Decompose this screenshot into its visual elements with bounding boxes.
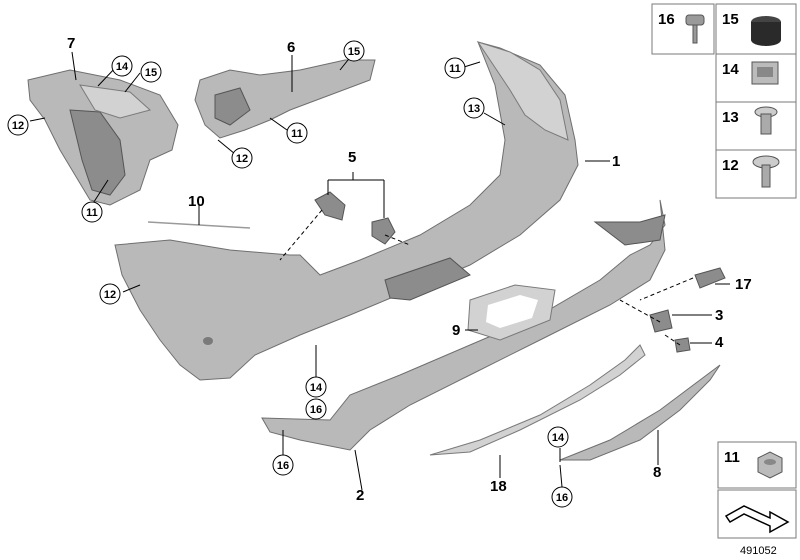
circle-12-bumper: 12 [99, 283, 121, 305]
circle-14-bracket: 14 [111, 55, 133, 77]
reference-number: 491052 [740, 545, 777, 557]
expanding-rivet-icon [754, 106, 778, 135]
circle-14-bumper: 14 [305, 376, 327, 398]
circle-16-trim: 16 [551, 486, 573, 508]
svg-text:11: 11 [291, 128, 303, 140]
rivet-icon [752, 155, 780, 188]
circle-12-upper-bracket: 12 [231, 147, 253, 169]
legend-label-13: 13 [722, 109, 739, 126]
callout-4: 4 [715, 334, 724, 351]
part-2-lower-diffuser [261, 199, 666, 451]
callout-3: 3 [715, 307, 723, 324]
circle-16-diffuser: 16 [272, 454, 294, 476]
svg-text:11: 11 [449, 63, 461, 75]
part-5-mounting-brackets [314, 191, 396, 245]
svg-text:16: 16 [310, 404, 322, 416]
hex-nut-icon [757, 451, 783, 479]
circle-15-upper: 15 [343, 40, 365, 62]
part-1-bumper-cover [114, 41, 579, 381]
circle-12-left-bracket: 12 [7, 114, 29, 136]
callout-9: 9 [452, 322, 460, 339]
svg-text:12: 12 [12, 120, 24, 132]
fastener-legend: 16 15 14 13 12 11 [651, 3, 797, 557]
part-17-reflector [694, 267, 726, 289]
circle-11-upper-bracket: 11 [286, 122, 308, 144]
grommet-icon [751, 16, 781, 46]
legend-label-14: 14 [722, 61, 739, 78]
svg-text:11: 11 [86, 207, 98, 219]
part-4-clip [674, 337, 691, 353]
leader-lines [29, 51, 730, 491]
callout-1: 1 [612, 153, 620, 170]
circled-callouts: 11 13 12 14 15 11 15 11 12 12 14 16 16 1… [7, 40, 573, 508]
circle-14-trim: 14 [547, 426, 569, 448]
circle-16-bumper: 16 [305, 398, 327, 420]
part-3-reflector-bracket [649, 309, 673, 333]
clip-nut-icon [751, 61, 779, 85]
part-7-side-bracket [27, 69, 179, 206]
part-9-license-plate-bracket [467, 284, 556, 341]
part-8-trim-strip [559, 364, 721, 461]
svg-text:15: 15 [145, 67, 157, 79]
svg-text:14: 14 [310, 382, 323, 394]
part-6-upper-bracket [194, 59, 376, 139]
svg-text:12: 12 [104, 289, 116, 301]
svg-text:14: 14 [116, 61, 129, 73]
svg-text:13: 13 [468, 103, 480, 115]
part-18-grille-strip [429, 344, 646, 456]
circle-13: 13 [463, 97, 485, 119]
callout-6: 6 [287, 39, 295, 56]
callout-8: 8 [653, 464, 661, 481]
legend-label-11: 11 [724, 449, 740, 466]
callout-10: 10 [188, 193, 205, 210]
svg-text:16: 16 [556, 492, 568, 504]
circle-15-bracket: 15 [140, 61, 162, 83]
number-callouts: 7 6 5 10 1 17 3 4 9 2 18 8 [67, 35, 752, 504]
callout-7: 7 [67, 35, 75, 52]
callout-5: 5 [348, 149, 356, 166]
direction-arrow-icon [724, 505, 790, 534]
circle-11-left-bracket: 11 [81, 201, 103, 223]
svg-text:16: 16 [277, 460, 289, 472]
legend-label-15: 15 [722, 11, 739, 28]
callout-2: 2 [356, 487, 364, 504]
callout-17: 17 [735, 276, 752, 293]
svg-text:15: 15 [348, 46, 360, 58]
circle-11-upper-right: 11 [444, 57, 466, 79]
legend-label-12: 12 [722, 157, 739, 174]
dashed-guide-lines [279, 209, 694, 346]
legend-label-16: 16 [658, 11, 675, 28]
svg-text:12: 12 [236, 153, 248, 165]
callout-18: 18 [490, 478, 507, 495]
screw-icon [685, 14, 705, 44]
svg-text:14: 14 [552, 432, 565, 444]
